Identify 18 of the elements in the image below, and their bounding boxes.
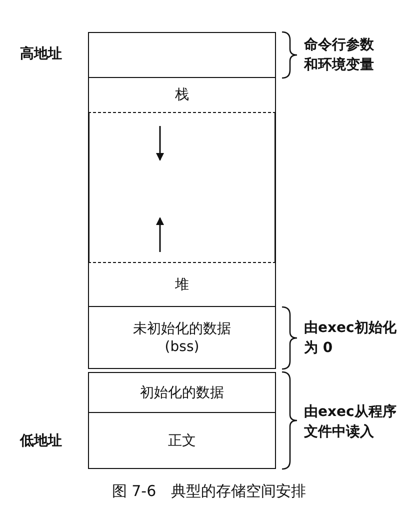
segment-label: 栈 — [175, 86, 189, 104]
memory-segment — [88, 372, 276, 413]
segment-label: 正文 — [168, 432, 196, 450]
memory-segment — [88, 307, 276, 369]
brace-note: 由exec初始化为 0 — [304, 318, 398, 358]
segment-label: 初始化的数据 — [140, 384, 224, 402]
segment-label: (bss) — [164, 338, 200, 356]
address-label: 高地址 — [20, 45, 63, 63]
brace-note: 由exec从程序文件中读入 — [304, 402, 398, 442]
figure-caption: 图 7-6 典型的存储空间安排 — [110, 482, 308, 501]
memory-segment — [88, 32, 276, 78]
segment-label: 未初始化的数据 — [133, 320, 231, 338]
brace-note: 命令行参数和环境变量 — [304, 36, 375, 75]
memory-segment — [88, 413, 276, 469]
address-label: 低地址 — [20, 432, 63, 450]
memory-segment — [88, 78, 276, 113]
segment-label: 堆 — [175, 276, 189, 294]
memory-segment — [88, 262, 276, 307]
